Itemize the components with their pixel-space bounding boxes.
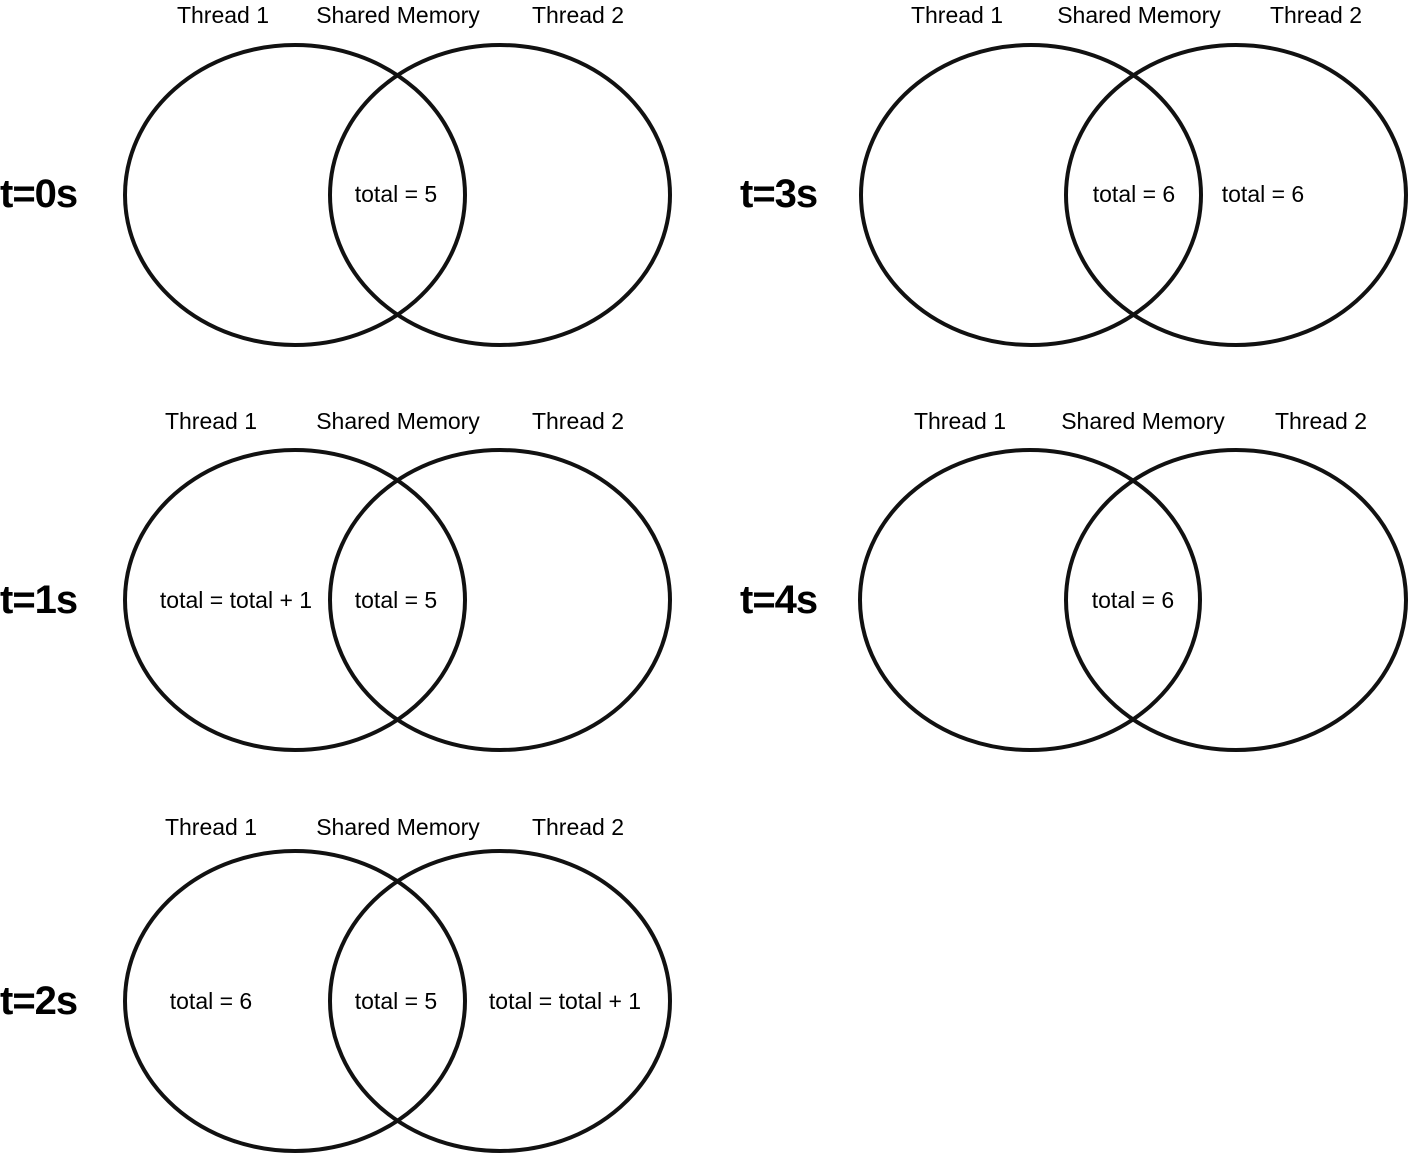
thread1-header: Thread 1 bbox=[911, 2, 1003, 28]
shared-memory-header: Shared Memory bbox=[1057, 2, 1221, 28]
shared-memory-header: Shared Memory bbox=[316, 408, 480, 434]
thread1-ellipse bbox=[859, 43, 1203, 347]
thread1-ellipse bbox=[123, 43, 467, 347]
time-label: t=0s bbox=[0, 172, 77, 216]
shared-memory-header: Shared Memory bbox=[316, 2, 480, 28]
panel-t3: t=3s Thread 1 Shared Memory Thread 2 tot… bbox=[740, 2, 1408, 347]
panel-t0: t=0s Thread 1 Shared Memory Thread 2 tot… bbox=[0, 2, 672, 347]
thread2-header: Thread 2 bbox=[532, 408, 624, 434]
panel-t2: t=2s Thread 1 Shared Memory Thread 2 tot… bbox=[0, 814, 672, 1153]
thread2-header: Thread 2 bbox=[1270, 2, 1362, 28]
thread1-header: Thread 1 bbox=[914, 408, 1006, 434]
thread1-header: Thread 1 bbox=[177, 2, 269, 28]
thread2-content: total = 6 bbox=[1222, 181, 1304, 207]
time-label: t=2s bbox=[0, 979, 77, 1023]
time-label: t=4s bbox=[740, 578, 817, 622]
panel-t1: t=1s Thread 1 Shared Memory Thread 2 tot… bbox=[0, 408, 672, 752]
shared-memory-header: Shared Memory bbox=[316, 814, 480, 840]
shared-memory-header: Shared Memory bbox=[1061, 408, 1225, 434]
panel-t4: t=4s Thread 1 Shared Memory Thread 2 tot… bbox=[740, 408, 1408, 752]
thread2-ellipse bbox=[1064, 43, 1408, 347]
thread2-content: total = total + 1 bbox=[489, 988, 641, 1014]
thread1-header: Thread 1 bbox=[165, 408, 257, 434]
thread2-ellipse bbox=[328, 448, 672, 752]
thread2-header: Thread 2 bbox=[1275, 408, 1367, 434]
shared-memory-content: total = 5 bbox=[355, 181, 437, 207]
shared-memory-content: total = 6 bbox=[1092, 587, 1174, 613]
thread2-header: Thread 2 bbox=[532, 2, 624, 28]
time-label: t=3s bbox=[740, 172, 817, 216]
shared-memory-content: total = 5 bbox=[355, 988, 437, 1014]
thread2-ellipse bbox=[328, 849, 672, 1153]
thread1-header: Thread 1 bbox=[165, 814, 257, 840]
thread1-ellipse bbox=[858, 448, 1202, 752]
thread1-ellipse bbox=[123, 849, 467, 1153]
thread2-ellipse bbox=[1064, 448, 1408, 752]
thread2-ellipse bbox=[328, 43, 672, 347]
thread2-header: Thread 2 bbox=[532, 814, 624, 840]
thread1-content: total = total + 1 bbox=[160, 587, 312, 613]
shared-memory-content: total = 6 bbox=[1093, 181, 1175, 207]
shared-memory-content: total = 5 bbox=[355, 587, 437, 613]
time-label: t=1s bbox=[0, 578, 77, 622]
thread1-content: total = 6 bbox=[170, 988, 252, 1014]
thread1-ellipse bbox=[123, 448, 467, 752]
